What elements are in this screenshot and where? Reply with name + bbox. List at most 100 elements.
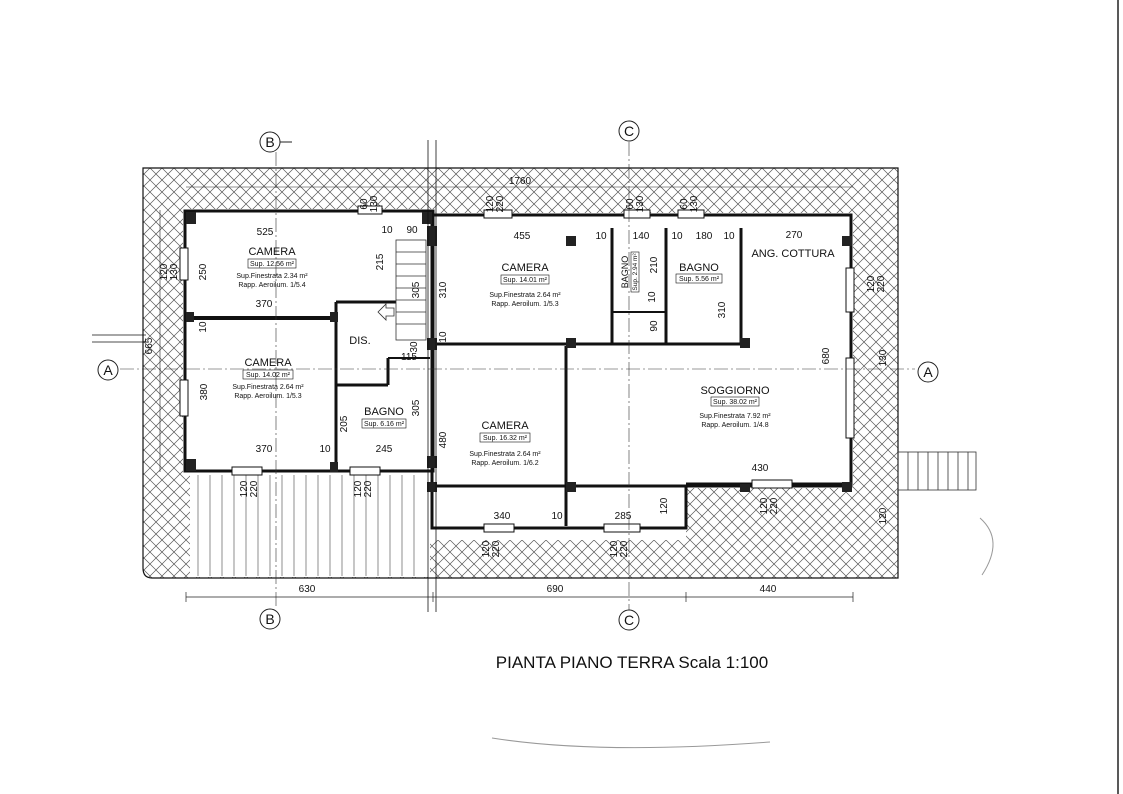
room-dis: DIS.	[349, 335, 370, 347]
area-box	[361, 418, 407, 429]
room-area: Sup. 14.02 m²	[246, 372, 291, 379]
dim-label: 90	[406, 225, 418, 236]
room-name: BAGNO	[679, 262, 719, 274]
window-area: Sup.Finestrata 2.34 m²	[236, 273, 308, 280]
room-name: CAMERA	[501, 262, 549, 274]
svg-text:130: 130	[369, 195, 380, 212]
columns	[186, 212, 852, 492]
vertical-dimension-labels: 60 130 120 220 60 130 60 130 250 215 10 …	[144, 195, 889, 557]
dim-label: 10	[381, 225, 393, 236]
dim-label: 440	[760, 584, 777, 595]
svg-text:130: 130	[689, 195, 700, 212]
svg-text:120: 120	[159, 263, 170, 280]
svg-text:680: 680	[821, 347, 832, 364]
room-area: Sup. 6.16 m²	[364, 421, 405, 428]
svg-text:665: 665	[144, 337, 155, 354]
svg-text:215: 215	[375, 253, 386, 270]
svg-text:120: 120	[353, 480, 364, 497]
dim-label: 285	[615, 511, 632, 522]
room-area: Sup. 5.56 m²	[679, 276, 720, 283]
room-camera-1: CAMERA Sup. 12.56 m² Sup.Finestrata 2.34…	[236, 246, 308, 289]
svg-text:220: 220	[491, 540, 502, 557]
svg-text:120: 120	[866, 275, 877, 292]
light-ratio: Rapp. Aeroilum. 1/5.3	[234, 393, 301, 400]
dim-label: 630	[299, 584, 316, 595]
svg-text:B: B	[265, 611, 274, 627]
svg-text:120: 120	[609, 540, 620, 557]
light-ratio: Rapp. Aeroilum. 1/5.3	[491, 301, 558, 308]
svg-text:205: 205	[339, 415, 350, 432]
windows	[179, 205, 855, 533]
room-bagno-1: BAGNO Sup. 6.16 m²	[361, 406, 407, 429]
svg-text:210: 210	[649, 256, 660, 273]
dim-label: 180	[696, 231, 713, 242]
light-ratio: Rapp. Aeroilum. 1/4.8	[701, 422, 768, 429]
room-area: Sup. 2.94 m²	[632, 253, 639, 291]
dim-label: 245	[376, 444, 393, 455]
svg-text:A: A	[103, 362, 113, 378]
internal-stair	[377, 239, 427, 341]
dim-label: 10	[671, 231, 683, 242]
room-soggiorno: SOGGIORNO Sup. 38.02 m² Sup.Finestrata 7…	[699, 385, 771, 429]
svg-text:305: 305	[411, 281, 422, 298]
svg-text:60: 60	[679, 198, 690, 210]
axis-lines	[120, 142, 915, 610]
area-box	[710, 396, 760, 407]
dim-label: 270	[786, 230, 803, 241]
svg-text:C: C	[624, 123, 634, 139]
room-ang-cottura: ANG. COTTURA	[751, 248, 835, 260]
dim-label: 430	[752, 463, 769, 474]
light-ratio: Rapp. Aeroilum. 1/5.4	[238, 282, 305, 289]
axis-marker-c-top: C	[618, 120, 640, 142]
external-stair	[897, 451, 977, 491]
svg-text:130: 130	[169, 263, 180, 280]
drawing-title: PIANTA PIANO TERRA Scala 1:100	[496, 653, 768, 672]
room-camera-3: CAMERA Sup. 14.01 m² Sup.Finestrata 2.64…	[489, 262, 561, 308]
svg-text:220: 220	[619, 540, 630, 557]
svg-text:220: 220	[249, 480, 260, 497]
svg-text:10: 10	[438, 331, 449, 343]
axis-marker-b-bottom: B	[259, 608, 281, 630]
bottom-dimension-line	[185, 592, 854, 602]
svg-text:10: 10	[647, 291, 658, 303]
room-camera-2: CAMERA Sup. 14.02 m² Sup.Finestrata 2.64…	[232, 357, 304, 400]
area-box	[675, 273, 723, 284]
svg-text:60: 60	[359, 198, 370, 210]
svg-text:130: 130	[635, 195, 646, 212]
svg-text:220: 220	[876, 275, 887, 292]
room-bagno-3: BAGNO Sup. 5.56 m²	[675, 262, 723, 284]
axis-marker-a-left: A	[97, 359, 119, 381]
room-area: Sup. 38.02 m²	[713, 399, 758, 406]
dim-label: 690	[547, 584, 564, 595]
svg-text:220: 220	[363, 480, 374, 497]
dim-label: 455	[514, 231, 531, 242]
dim-label: 370	[256, 444, 273, 455]
room-camera-4: CAMERA Sup. 16.32 m² Sup.Finestrata 2.64…	[469, 420, 541, 467]
svg-text:310: 310	[438, 281, 449, 298]
svg-text:310: 310	[717, 301, 728, 318]
dimension-labels: 1760 525 10 90 455 10 140 10 180 10 270 …	[256, 176, 803, 595]
svg-text:120: 120	[659, 497, 670, 514]
light-ratio: Rapp. Aeroilum. 1/6.2	[471, 460, 538, 467]
svg-text:30: 30	[409, 341, 420, 353]
dim-label: 525	[257, 227, 274, 238]
svg-text:305: 305	[411, 399, 422, 416]
area-box	[500, 274, 550, 285]
window-area: Sup.Finestrata 2.64 m²	[489, 292, 561, 299]
svg-text:90: 90	[649, 320, 660, 332]
svg-text:A: A	[923, 364, 933, 380]
dim-label: 115	[401, 352, 417, 363]
room-name: CAMERA	[481, 420, 529, 432]
room-bagno-2: BAGNO Sup. 2.94 m²	[620, 251, 640, 293]
window-area: Sup.Finestrata 7.92 m²	[699, 413, 771, 420]
svg-text:480: 480	[438, 431, 449, 448]
window-area: Sup.Finestrata 2.64 m²	[469, 451, 541, 458]
svg-text:380: 380	[199, 383, 210, 400]
room-name: SOGGIORNO	[700, 385, 770, 397]
room-area: Sup. 14.01 m²	[503, 277, 548, 284]
room-name: BAGNO	[620, 256, 630, 289]
svg-text:120: 120	[759, 497, 770, 514]
room-name: CAMERA	[244, 357, 292, 369]
area-box	[242, 369, 294, 380]
